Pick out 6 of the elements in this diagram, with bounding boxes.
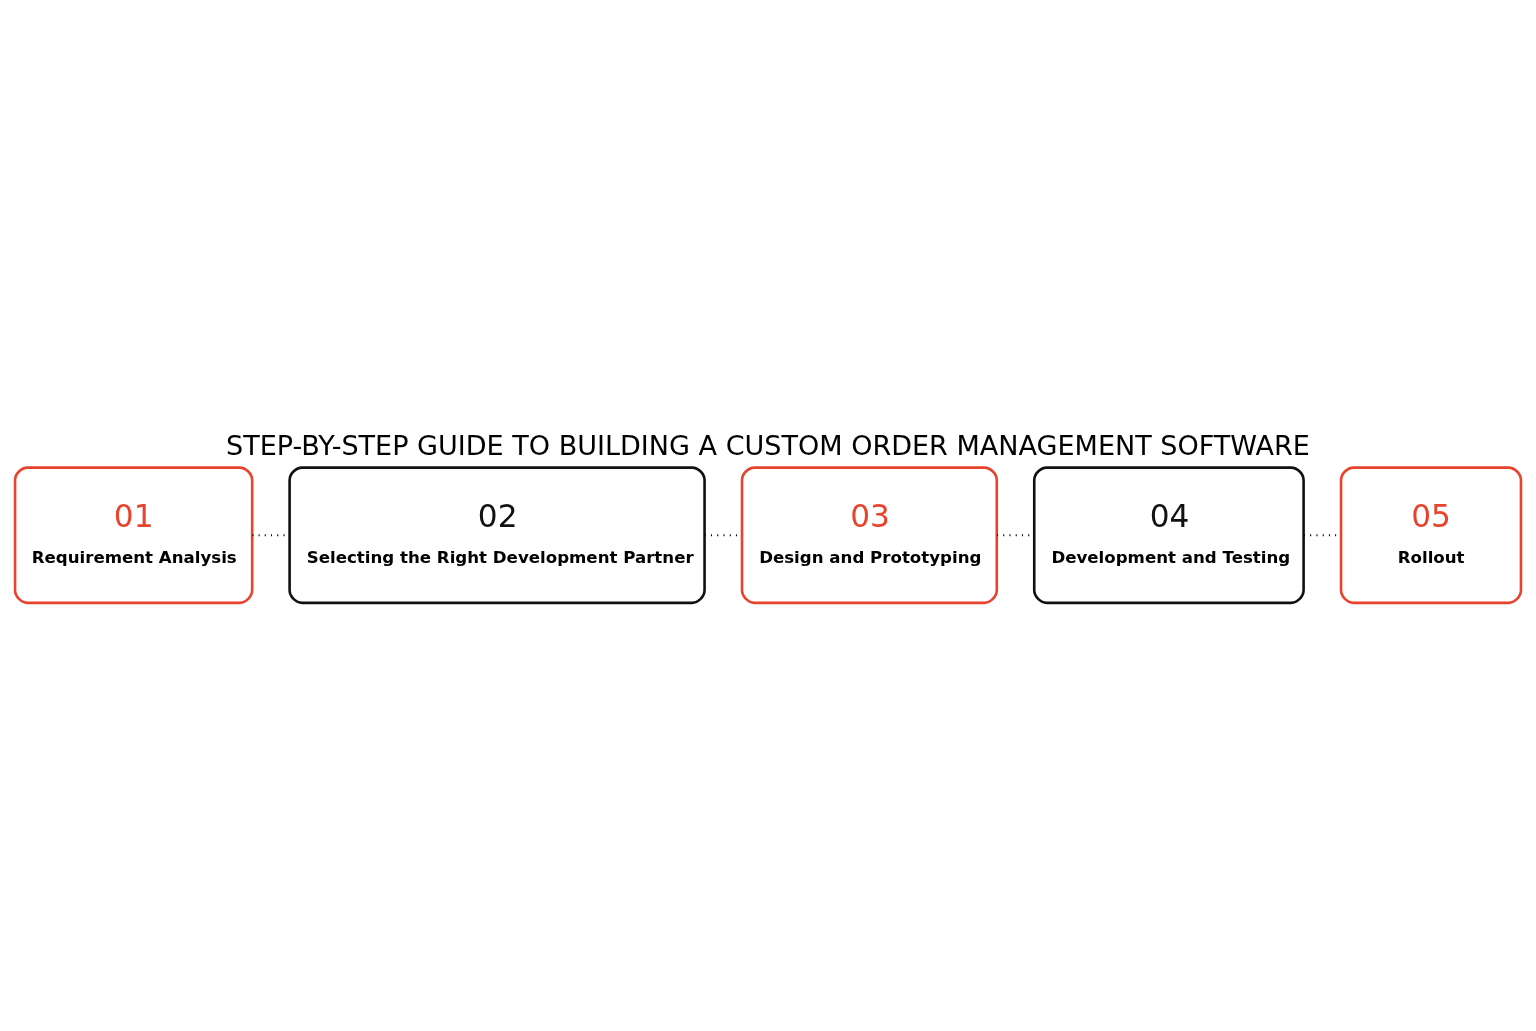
node-box: 05 Rollout	[1339, 465, 1523, 604]
node-box: 03 Design and Prototyping	[740, 465, 999, 604]
node-box: 01 Requirement Analysis	[13, 465, 254, 604]
node-box: 02 Selecting the Right Development Partner	[288, 465, 706, 604]
node-box: 04 Development and Testing	[1032, 465, 1305, 604]
diagram-title: STEP-BY-STEP GUIDE TO BUILDING A CUSTOM ORDER MANAGEMENT SOFTWARE	[226, 429, 1310, 461]
